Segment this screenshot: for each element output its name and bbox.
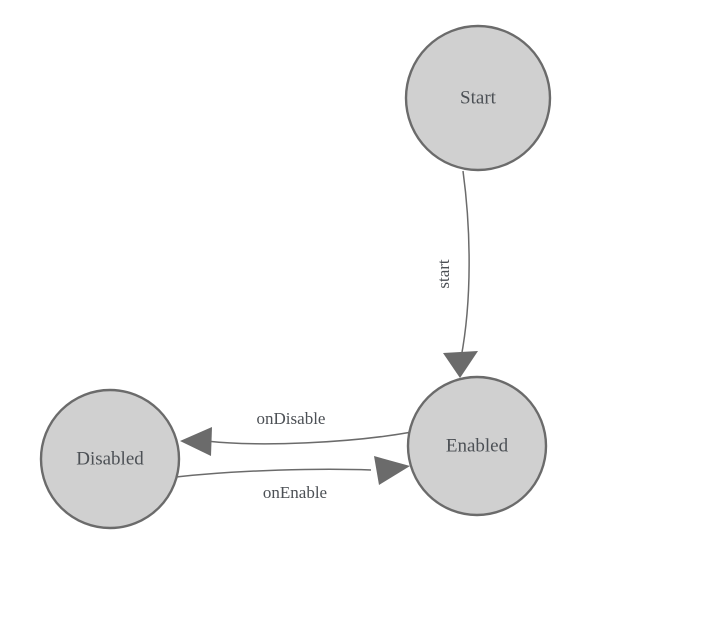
edge-start-to-enabled: start xyxy=(434,170,478,378)
edge-start-to-enabled-arrowhead xyxy=(443,351,478,378)
edge-disabled-to-enabled-line xyxy=(175,468,372,478)
state-node-disabled[interactable]: Disabled xyxy=(39,388,181,530)
state-node-enabled-label: Enabled xyxy=(446,435,509,456)
state-node-enabled[interactable]: Enabled xyxy=(406,375,548,517)
state-node-enabled-circle[interactable] xyxy=(406,375,548,517)
edge-start-to-enabled-line xyxy=(460,170,470,359)
edge-disabled-to-enabled-arrowhead xyxy=(374,456,410,485)
edge-label-onenable: onEnable xyxy=(263,483,327,502)
edge-enabled-to-disabled-line xyxy=(205,431,413,445)
state-node-start[interactable]: Start xyxy=(404,24,552,172)
edge-disabled-to-enabled: onEnable xyxy=(175,456,410,502)
edge-enabled-to-disabled: onDisable xyxy=(180,409,413,456)
state-node-start-circle[interactable] xyxy=(404,24,552,172)
state-node-start-label: Start xyxy=(460,87,497,108)
state-node-disabled-circle[interactable] xyxy=(39,388,181,530)
edge-enabled-to-disabled-arrowhead xyxy=(180,427,212,456)
edge-label-start: start xyxy=(434,259,453,289)
state-node-disabled-label: Disabled xyxy=(76,448,144,469)
edge-label-ondisable: onDisable xyxy=(257,409,326,428)
